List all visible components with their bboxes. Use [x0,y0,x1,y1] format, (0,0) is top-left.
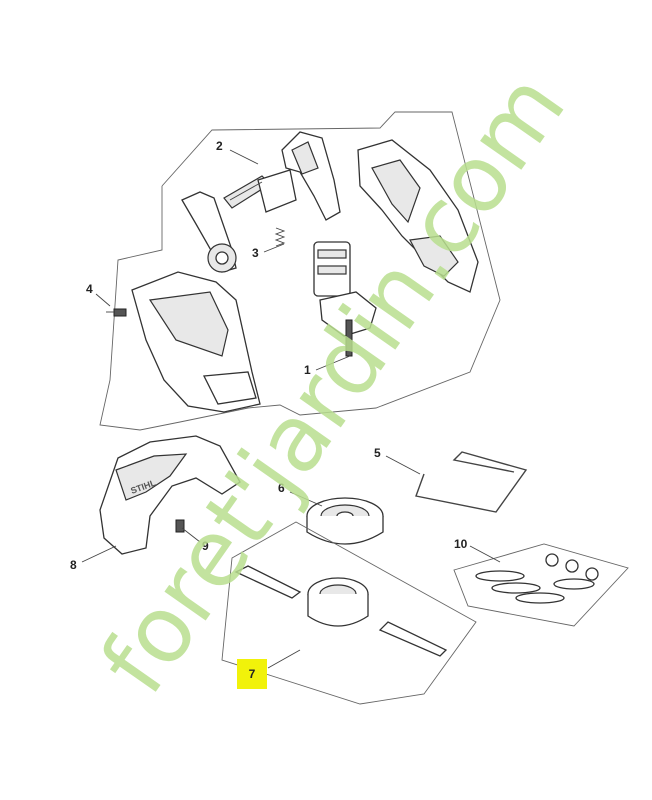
callout-8: 8 [70,558,77,572]
kit-box [221,521,477,705]
callout-7: 7 [248,667,256,681]
upper-assembly-outline [99,111,501,431]
left-housing-part [131,271,261,413]
callout-2: 2 [216,139,223,153]
callout-5: 5 [374,446,381,460]
callout-4: 4 [86,282,93,296]
blade-pack-part [453,543,629,627]
screw-part-4 [106,308,127,317]
wire-bracket-part [415,451,528,513]
motor-part [313,241,377,357]
callout-6: 6 [278,481,285,495]
guard-part: STIHL [99,435,241,555]
switch-lever-part [181,191,237,273]
callout-9: 9 [202,539,209,553]
callout-1: 1 [304,363,311,377]
right-housing-part [357,139,479,293]
spool-head-part [306,497,384,545]
callout-3: 3 [252,246,259,260]
blade-right-part [378,621,448,657]
cutting-head-part [307,577,369,627]
switch-part [223,169,297,213]
callout-10: 10 [454,537,468,551]
spring-part [274,227,286,247]
callout-7-highlight: 7 [237,659,267,689]
screw-part-9 [175,519,185,533]
blade-left-part [234,565,302,599]
handle-insert-part [281,131,341,221]
